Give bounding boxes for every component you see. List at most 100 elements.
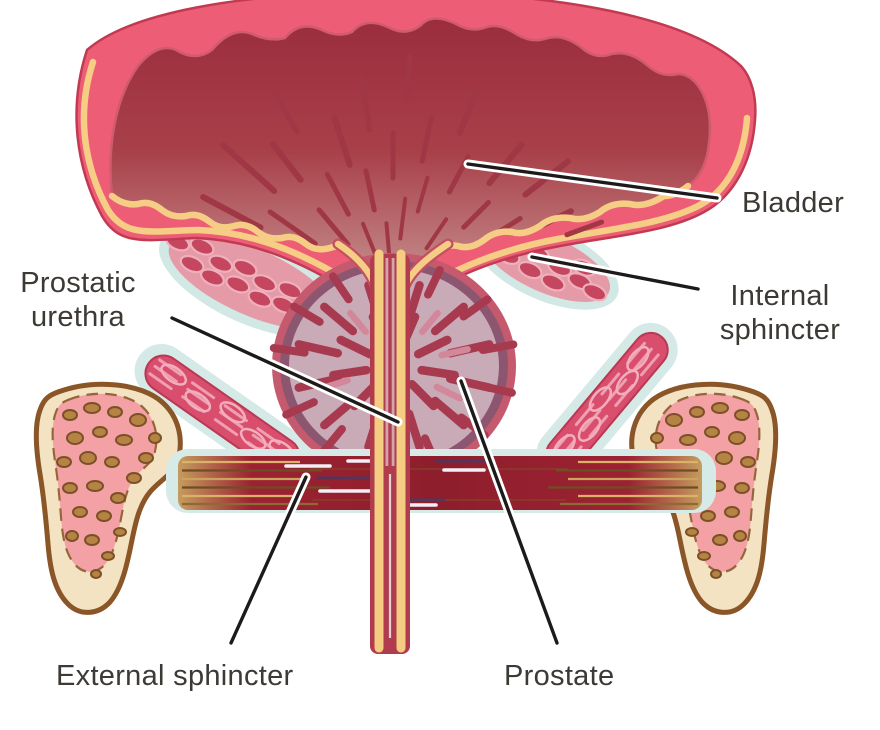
fiber-bundle: [588, 386, 613, 412]
gland-streak: [478, 340, 518, 355]
gland-streak: [282, 398, 318, 419]
streak: [419, 114, 434, 164]
streak: [274, 94, 300, 135]
gland-streak: [347, 309, 369, 336]
pointer: [530, 255, 700, 291]
streak: [456, 89, 480, 136]
pointer-line-external-sphincter: [226, 472, 311, 648]
streak: [220, 142, 278, 194]
gland-streak: [419, 309, 441, 336]
trabecula: [92, 426, 108, 438]
pointer: [170, 316, 400, 424]
pointer-lines: [167, 159, 722, 648]
gland-streak: [294, 340, 342, 358]
streak: [331, 114, 353, 168]
gland-streak: [404, 280, 424, 323]
gland-streak: [319, 425, 346, 455]
gland-streak: [438, 346, 471, 359]
gland-streak: [289, 302, 324, 326]
muscle-cell: [208, 254, 234, 273]
streak: [398, 196, 408, 241]
streak: [424, 217, 449, 251]
streak: [404, 53, 413, 101]
trabecula: [83, 402, 101, 414]
muscle-cell: [199, 268, 225, 287]
gland-streak: [459, 295, 492, 321]
muscle-cell: [252, 274, 278, 293]
fiber-bundle: [577, 416, 602, 442]
muscle-cell: [179, 254, 205, 274]
trabecula: [96, 510, 112, 522]
trabecula: [107, 406, 123, 418]
pointer-line-bladder: [463, 159, 722, 203]
gland-streak: [430, 396, 468, 430]
label-internal-sphincter: Internal sphincter: [719, 280, 841, 346]
fiber-bundle: [219, 401, 247, 424]
trabecula: [66, 431, 84, 445]
trabecula: [110, 492, 126, 504]
gland-streak: [407, 379, 438, 411]
trabecula: [138, 452, 154, 464]
muscle-cell: [582, 283, 608, 302]
streak: [415, 175, 430, 214]
gland-streak: [433, 383, 464, 402]
streak: [363, 168, 377, 213]
muscle-cell: [247, 289, 273, 308]
gland-streak: [477, 381, 516, 397]
fiber-bundle: [626, 345, 650, 372]
sphincter-band: [178, 456, 702, 510]
external-sphincter-graphic: [166, 449, 716, 513]
muscle-cell: [189, 237, 215, 256]
trabecula: [129, 413, 147, 427]
trabecula: [115, 434, 133, 446]
gland-streak: [430, 302, 468, 336]
fiber-bundle: [239, 427, 267, 450]
muscle-cell: [225, 275, 251, 294]
trabecula: [90, 569, 102, 579]
gland-streak: [423, 265, 444, 299]
streak: [461, 200, 491, 230]
gland-streak: [328, 272, 353, 304]
gland-streak: [320, 302, 358, 336]
pointer-line-prostatic-urethra: [167, 313, 403, 427]
fiber-bundle: [615, 369, 640, 396]
trabecula: [148, 432, 162, 444]
streak: [361, 221, 379, 259]
label-bladder: Bladder: [742, 187, 845, 219]
label-prostatic-urethra: Prostatic urethra: [20, 267, 136, 333]
streak: [564, 219, 605, 238]
muscle-cell: [517, 260, 543, 280]
pointer-line-internal-sphincter: [527, 252, 703, 294]
bladder-rugae-mucosa-line: [108, 182, 692, 254]
fiber-bundle: [184, 390, 212, 413]
fiber: [158, 358, 298, 457]
fiber-bundle: [160, 363, 188, 386]
gland-streak: [417, 365, 459, 380]
trabecula: [84, 534, 100, 546]
streak: [384, 221, 392, 261]
streak: [269, 141, 304, 183]
gland-streak: [336, 335, 375, 359]
trabecula: [126, 472, 142, 484]
gland-streak: [413, 335, 452, 359]
streak: [200, 194, 264, 231]
streak: [267, 209, 318, 247]
pointer: [229, 475, 308, 645]
label-external-sphincter: External sphincter: [56, 660, 294, 692]
pointer-line-prostate: [456, 376, 562, 648]
label-prostate: Prostate: [504, 660, 615, 692]
trabecula: [72, 506, 88, 518]
trabecula: [86, 480, 104, 492]
diagonal-muscle-right: [536, 322, 678, 482]
trabecula: [65, 530, 79, 542]
muscle-cell: [540, 273, 566, 292]
gland-streak: [329, 365, 371, 380]
trabecula: [79, 451, 97, 465]
trabecula: [101, 551, 115, 561]
bladder-graphic: [75, 0, 757, 338]
streak: [486, 141, 525, 187]
trabecula: [113, 527, 127, 537]
pointer: [466, 162, 719, 200]
